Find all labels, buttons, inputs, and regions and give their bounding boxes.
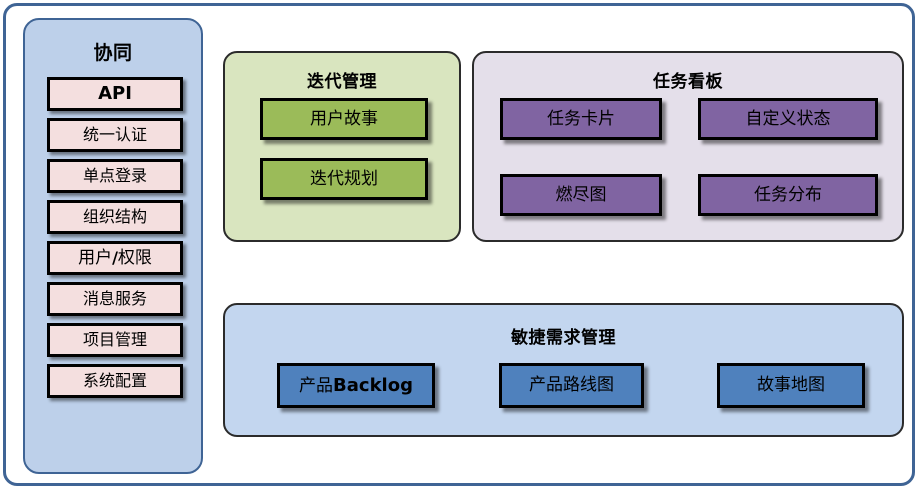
sidebar-item-project-management[interactable]: 项目管理	[47, 323, 183, 357]
sidebar-item-single-sign-on[interactable]: 单点登录	[47, 159, 183, 193]
group-panel-iteration-management[interactable]: 迭代管理 用户故事 迭代规划	[223, 51, 461, 242]
node-label: 自定义状态	[745, 108, 831, 129]
node-task-card[interactable]: 任务卡片	[500, 98, 662, 140]
node-label: 产品Backlog	[299, 374, 413, 396]
group-title-agile-requirement-management: 敏捷需求管理	[511, 328, 616, 348]
sidebar-item-label: 消息服务	[82, 289, 147, 308]
node-label: 燃尽图	[555, 184, 607, 205]
node-label: 故事地图	[757, 375, 825, 395]
node-label: 迭代规划	[310, 168, 378, 189]
sidebar-item-api[interactable]: API	[47, 77, 183, 111]
group-panel-agile-requirement-management[interactable]: 敏捷需求管理 产品Backlog 产品路线图 故事地图	[223, 303, 904, 437]
sidebar-item-label: 组织结构	[82, 207, 147, 226]
sidebar-item-user-permission[interactable]: 用户/权限	[47, 241, 183, 275]
node-product-backlog[interactable]: 产品Backlog	[277, 363, 435, 408]
sidebar-item-label: 用户/权限	[78, 247, 152, 268]
node-label: 用户故事	[310, 108, 378, 129]
label-part-cjk-b: 权限	[117, 247, 152, 268]
label-part-slash: /	[112, 247, 118, 267]
label-part-latin: Backlog	[333, 374, 413, 396]
sidebar-item-label: 统一认证	[82, 125, 147, 144]
label-part-cjk: 产品	[299, 375, 334, 396]
sidebar-item-system-config[interactable]: 系统配置	[47, 364, 183, 398]
node-story-map[interactable]: 故事地图	[717, 363, 865, 408]
node-iteration-plan[interactable]: 迭代规划	[260, 158, 428, 200]
label-part-cjk-a: 用户	[78, 247, 113, 268]
node-label: 产品路线图	[529, 375, 614, 395]
sidebar-item-list: API 统一认证 单点登录 组织结构 用户/权限 消息服务 项目管理 系统配置	[47, 77, 183, 405]
node-label: 任务分布	[754, 184, 822, 205]
group-title-collaboration: 协同	[93, 42, 133, 64]
sidebar-item-label: 系统配置	[82, 371, 147, 390]
node-burndown-chart[interactable]: 燃尽图	[500, 174, 662, 216]
sidebar-item-message-service[interactable]: 消息服务	[47, 282, 183, 316]
sidebar-item-label: 单点登录	[82, 166, 147, 185]
sidebar-item-label: 项目管理	[82, 330, 147, 349]
group-panel-collaboration[interactable]: 协同 API 统一认证 单点登录 组织结构 用户/权限 消息服务 项目管理	[23, 18, 203, 474]
group-panel-task-board[interactable]: 任务看板 任务卡片 自定义状态 燃尽图 任务分布	[472, 51, 904, 242]
sidebar-item-org-structure[interactable]: 组织结构	[47, 200, 183, 234]
sidebar-item-label: API	[98, 83, 132, 104]
diagram-frame: 协同 API 统一认证 单点登录 组织结构 用户/权限 消息服务 项目管理	[3, 3, 915, 486]
group-title-iteration-management: 迭代管理	[307, 72, 377, 92]
node-custom-status[interactable]: 自定义状态	[698, 98, 878, 140]
node-label: 任务卡片	[547, 108, 615, 129]
node-task-distribution[interactable]: 任务分布	[698, 174, 878, 216]
group-title-task-board: 任务看板	[653, 72, 723, 92]
sidebar-item-unified-auth[interactable]: 统一认证	[47, 118, 183, 152]
node-product-roadmap[interactable]: 产品路线图	[499, 363, 644, 408]
node-user-story[interactable]: 用户故事	[260, 98, 428, 140]
